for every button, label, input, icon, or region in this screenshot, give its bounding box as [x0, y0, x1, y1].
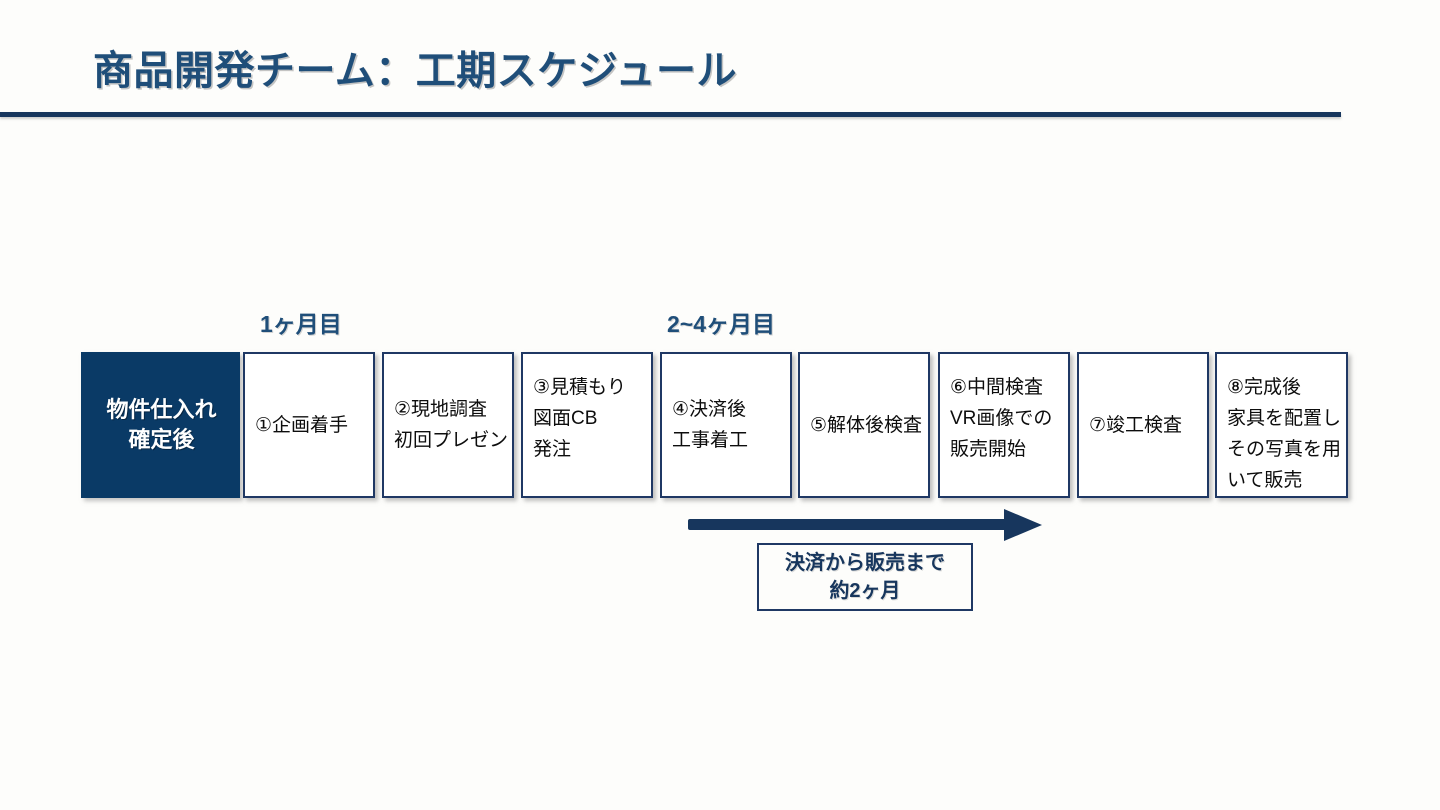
- flow-box-start[interactable]: 物件仕入れ確定後: [81, 352, 240, 498]
- flow-box-6-line-1: ⑥中間検査: [950, 377, 1044, 398]
- flow-box-4-line-2: 工事着工: [672, 430, 749, 451]
- flow-box-8-line-4: いて販売: [1227, 470, 1303, 491]
- arrow-shaft-icon: [688, 519, 1010, 530]
- flow-box-4[interactable]: ④決済後工事着工: [660, 352, 792, 498]
- flow-box-7[interactable]: ⑦竣工検査: [1077, 352, 1209, 498]
- period-label-1: 1ヶ月目: [260, 311, 342, 337]
- duration-callout-line-1: 決済から販売まで: [785, 552, 945, 574]
- flow-box-2-line-2: 初回プレゼン: [394, 430, 509, 451]
- flow-box-8-line-2: 家具を配置し: [1227, 408, 1342, 429]
- period-label-2: 2~4ヶ月目: [667, 311, 776, 337]
- title-divider: [0, 112, 1341, 117]
- flow-box-8-line-3: その写真を用: [1227, 439, 1342, 460]
- duration-callout-line-2: 約2ヶ月: [829, 580, 901, 602]
- flow-box-6-line-3: 販売開始: [950, 439, 1027, 460]
- flow-box-start-line-2: 確定後: [128, 427, 195, 452]
- flow-box-3-line-3: 発注: [533, 439, 572, 460]
- flow-box-3-line-2: 図面CB: [533, 408, 598, 429]
- flow-box-1[interactable]: ①企画着手: [243, 352, 375, 498]
- flow-box-5[interactable]: ⑤解体後検査: [798, 352, 930, 498]
- flow-box-start-line-1: 物件仕入れ: [106, 397, 217, 422]
- flow-box-3-line-1: ③見積もり: [533, 377, 627, 398]
- flow-box-2-line-1: ②現地調査: [394, 399, 488, 420]
- flow-box-7-line-1: ⑦竣工検査: [1089, 414, 1183, 436]
- flow-box-4-line-1: ④決済後: [672, 399, 747, 420]
- flow-box-3[interactable]: ③見積もり図面CB 発注: [521, 352, 653, 498]
- progress-arrow: [688, 508, 1048, 542]
- duration-callout: 決済から販売まで約2ヶ月: [757, 543, 973, 611]
- flow-box-8[interactable]: ⑧完成後家具を配置しその写真を用いて販売: [1215, 352, 1348, 498]
- arrow-head-icon: [1004, 509, 1042, 541]
- page-title: 商品開発チーム：工期スケジュール: [93, 49, 737, 93]
- flow-box-6-line-2: VR画像での: [950, 408, 1053, 429]
- flow-box-5-line-1: ⑤解体後検査: [810, 414, 923, 436]
- flow-box-2[interactable]: ②現地調査初回プレゼン: [382, 352, 514, 498]
- flow-box-6[interactable]: ⑥中間検査 VR画像での販売開始: [938, 352, 1070, 498]
- flow-box-1-line-1: ①企画着手: [255, 414, 349, 436]
- flow-box-8-line-1: ⑧完成後: [1227, 377, 1302, 398]
